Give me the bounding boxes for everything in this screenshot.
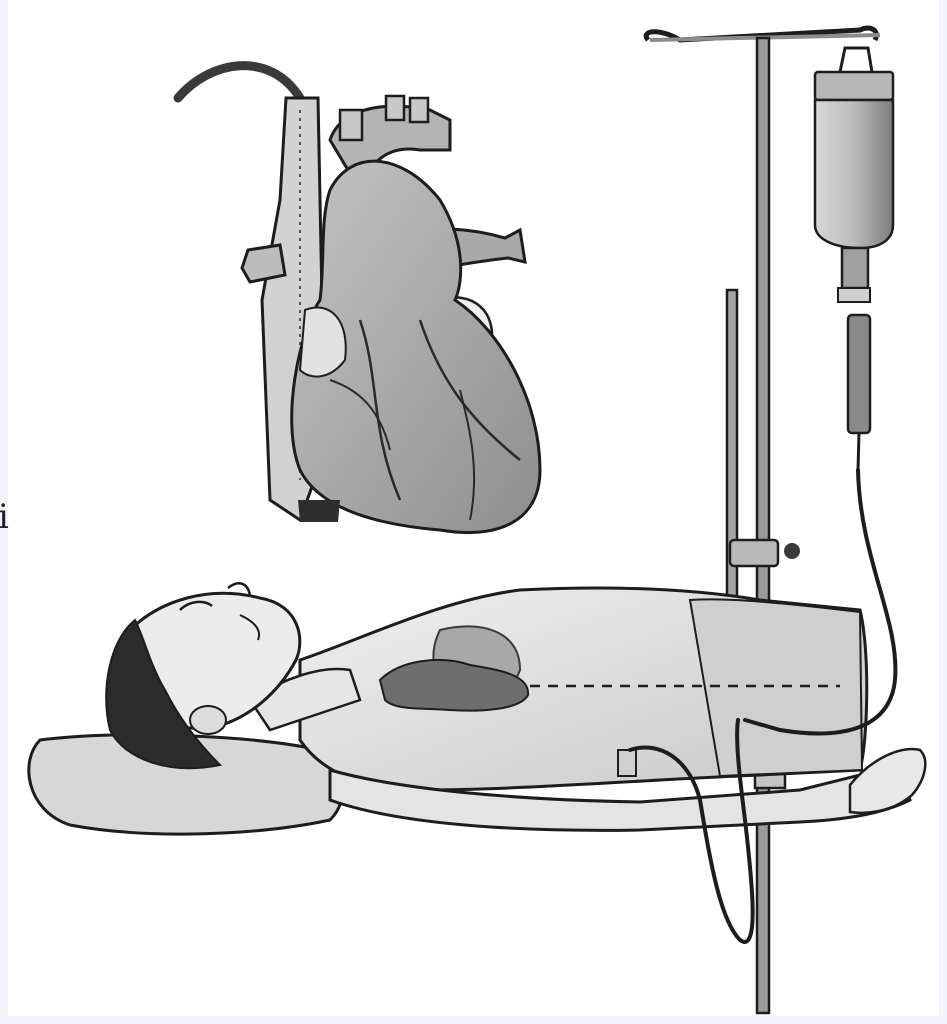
heart-illustration [178,66,540,533]
pulmonary-vein-left [242,245,285,282]
iv-bottle [815,48,893,470]
edge-text-fragment: i [0,500,9,534]
patient-illustration [29,583,925,834]
iv-pole [757,38,769,1013]
heart-catheter [178,66,300,98]
iv-stand-illustration [646,28,893,1013]
